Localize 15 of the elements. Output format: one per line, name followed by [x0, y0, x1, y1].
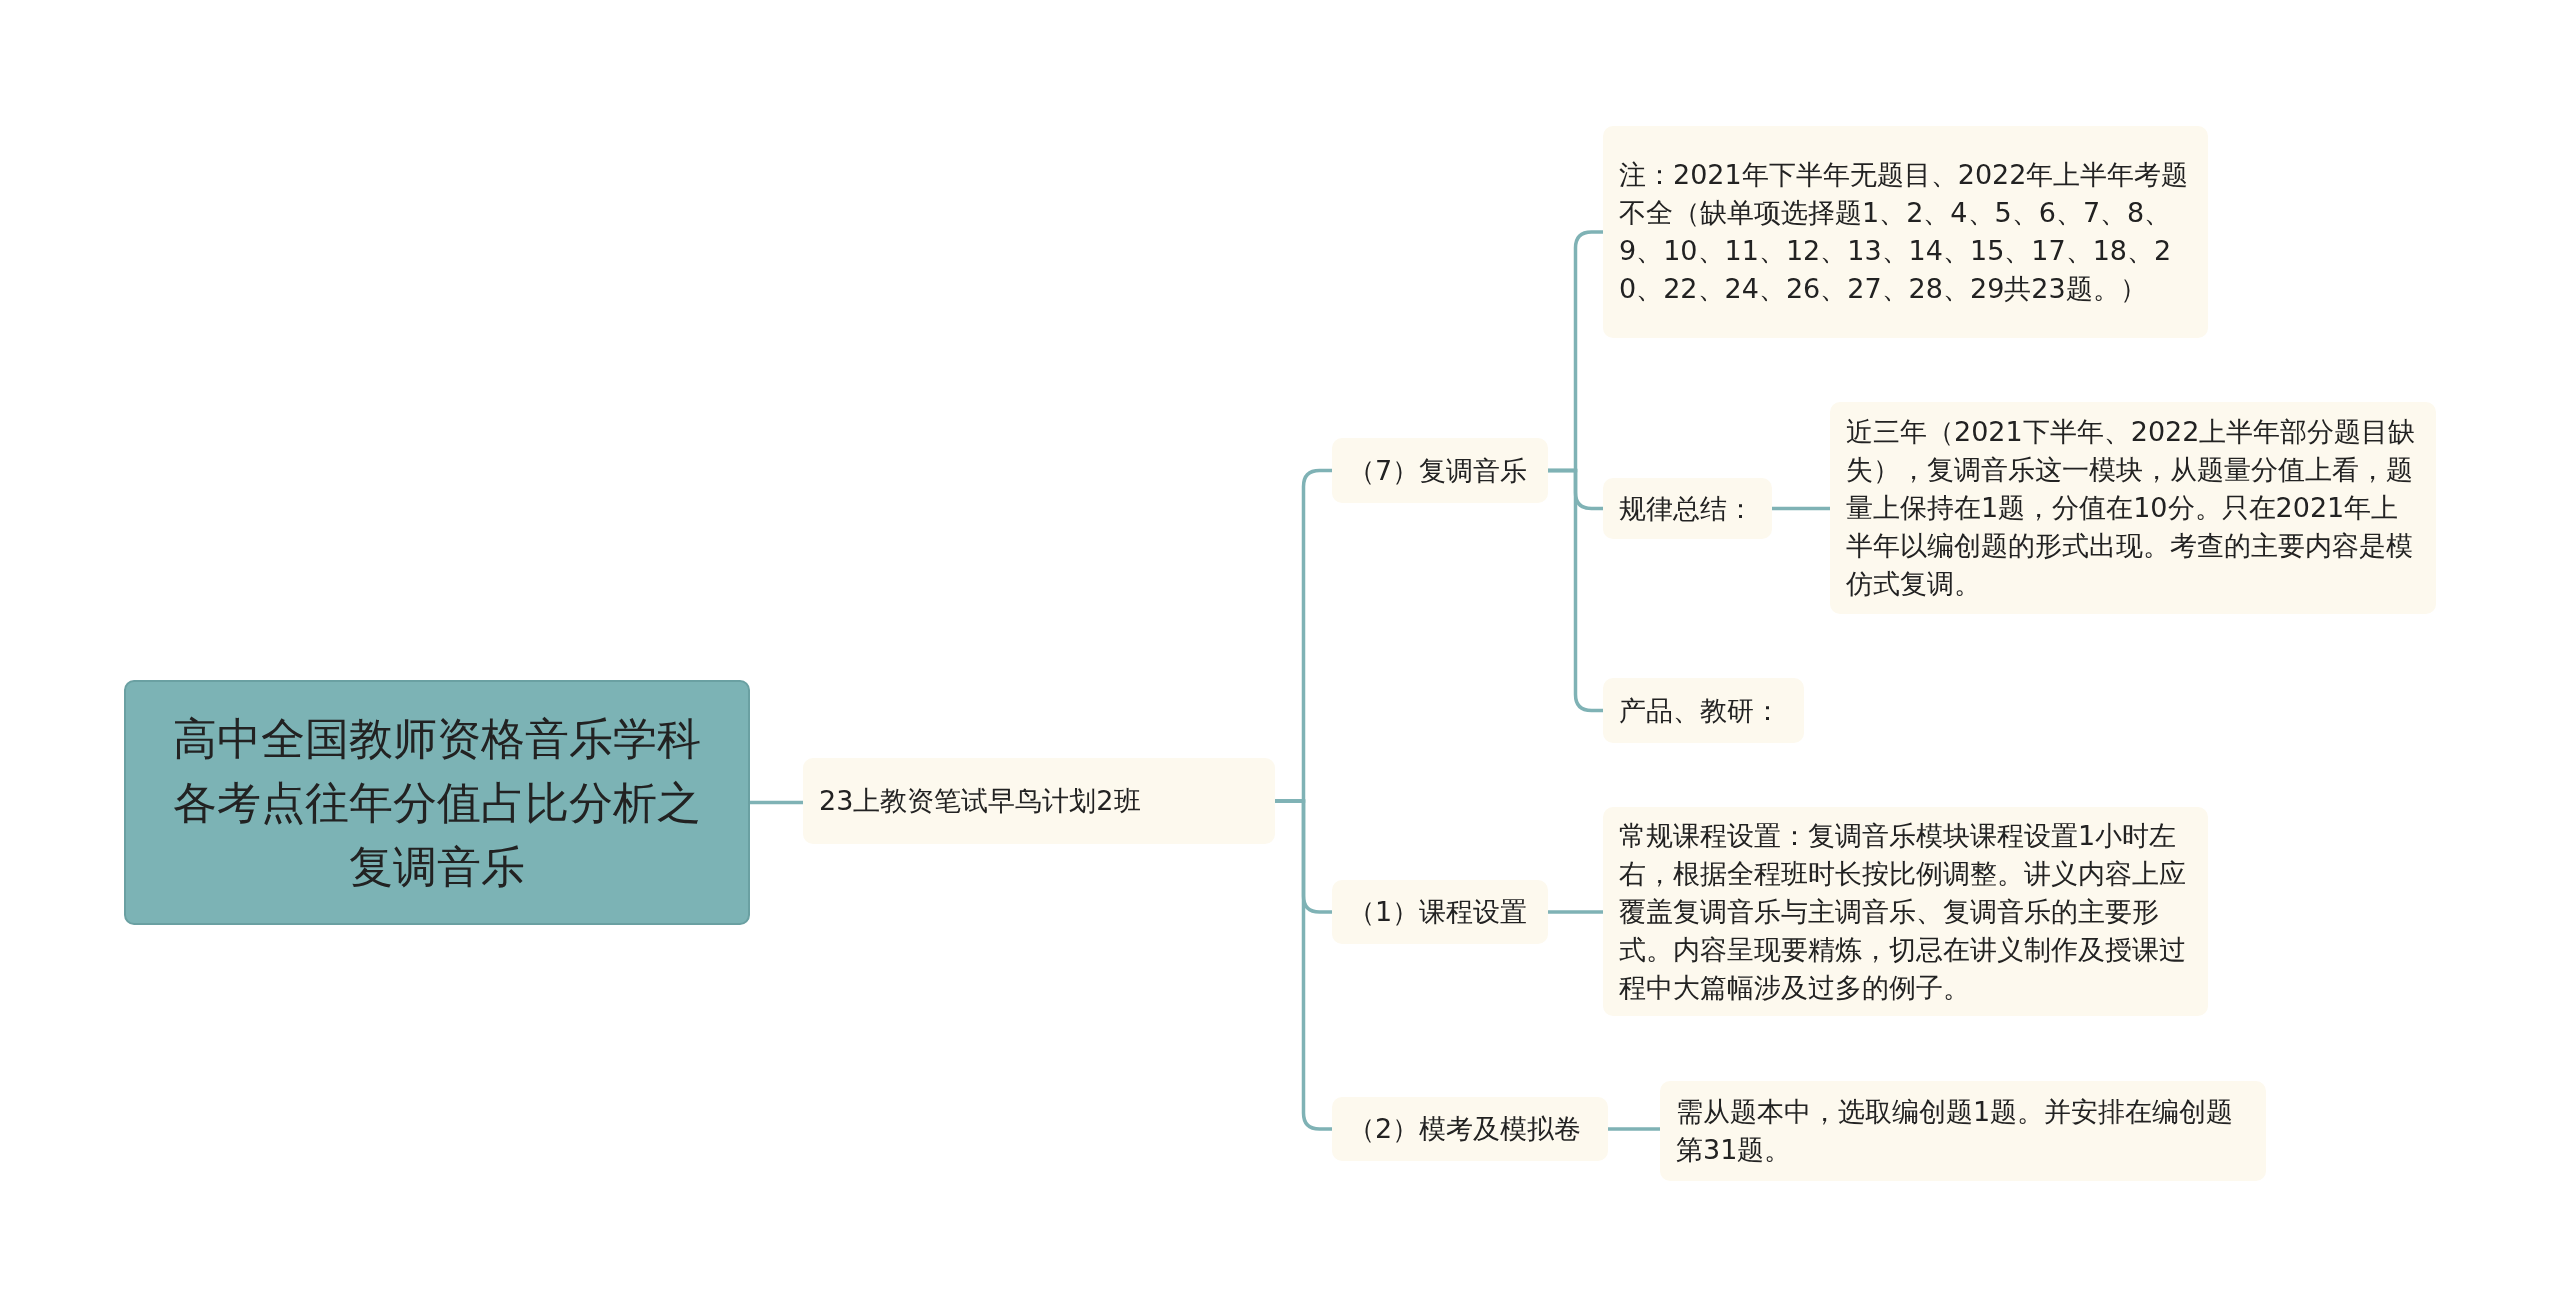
note-box: 需从题本中，选取编创题1题。并安排在编创题第31题。	[1660, 1081, 2266, 1181]
note-box: 近三年（2021下半年、2022上半年部分题目缺失），复调音乐这一模块，从题量分值上看，题量上保持在1题，分值在10分。只在2021年上半年以编创题的形式出现。考查的主要内容是模仿式复调。	[1830, 402, 2436, 614]
topic-box: 规律总结：	[1603, 478, 1772, 539]
connector-line	[750, 800, 803, 805]
topic-box: （1）课程设置	[1332, 880, 1548, 944]
central-topic-box: 高中全国教师资格音乐学科各考点往年分值占比分析之复调音乐	[124, 680, 750, 925]
connector-line	[1772, 506, 1830, 511]
topic-box: （7）复调音乐	[1332, 438, 1548, 503]
topic-box: 23上教资笔试早鸟计划2班	[803, 758, 1275, 844]
connector-line	[1608, 1127, 1660, 1131]
note-box: 常规课程设置：复调音乐模块课程设置1小时左右，根据全程班时长按比例调整。讲义内容上应覆盖复调音乐与主调音乐、复调音乐的主要形式。内容呈现要精炼，切忌在讲义制作及授课过程中大篇幅涉及过多的例子。	[1603, 807, 2208, 1016]
note-box: 注：2021年下半年无题目、2022年上半年考题不全（缺单项选择题1、2、4、5、6、7、8、9、10、11、12、13、14、15、17、18、20、22、24、26、27、28、29共23题。）	[1603, 126, 2208, 338]
topic-box: 产品、教研：	[1603, 678, 1804, 743]
topic-box: （2）模考及模拟卷	[1332, 1097, 1608, 1161]
connector-line	[1548, 910, 1603, 914]
